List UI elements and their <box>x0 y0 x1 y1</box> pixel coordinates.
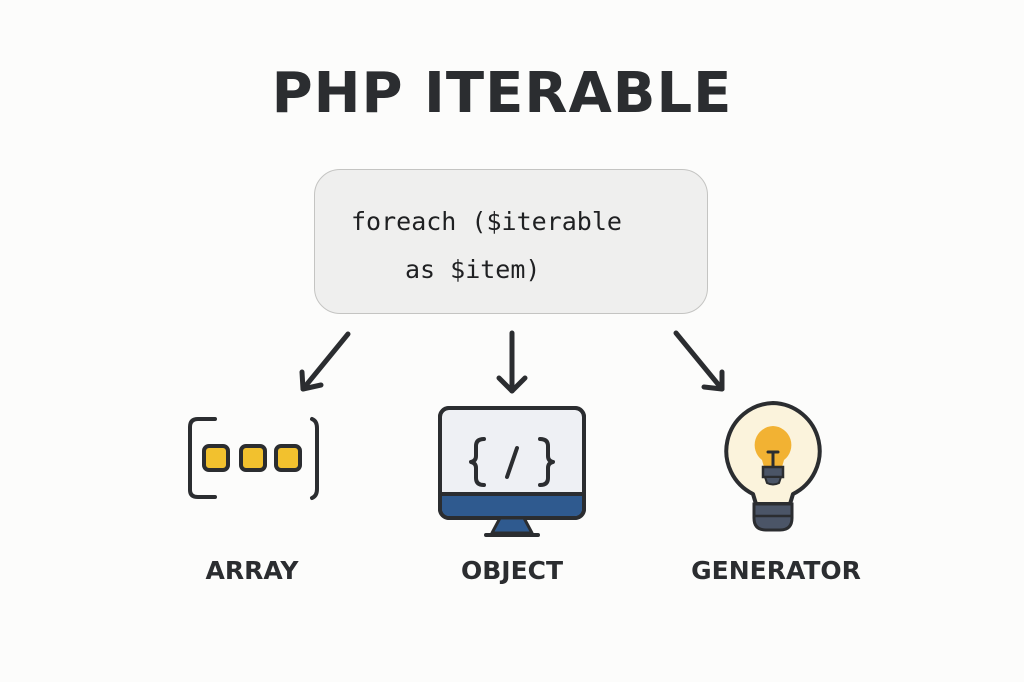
monitor-code-icon <box>438 406 586 537</box>
lightbulb-icon <box>724 401 822 532</box>
array-brackets-icon <box>188 417 319 500</box>
code-snippet-box: foreach ($iterable as $item) <box>314 169 708 314</box>
code-line-2: as $item) <box>405 255 541 284</box>
branch-label-generator: GENERATOR <box>691 556 861 585</box>
branch-label-array: ARRAY <box>205 556 299 585</box>
arrow-down-icon <box>496 330 528 394</box>
arrow-down-right-icon <box>673 330 725 392</box>
branch-label-object: OBJECT <box>460 556 564 585</box>
arrow-down-left-icon <box>299 331 351 392</box>
page-title: PHP ITERABLE <box>271 61 733 126</box>
code-line-1: foreach ($iterable <box>351 207 622 236</box>
